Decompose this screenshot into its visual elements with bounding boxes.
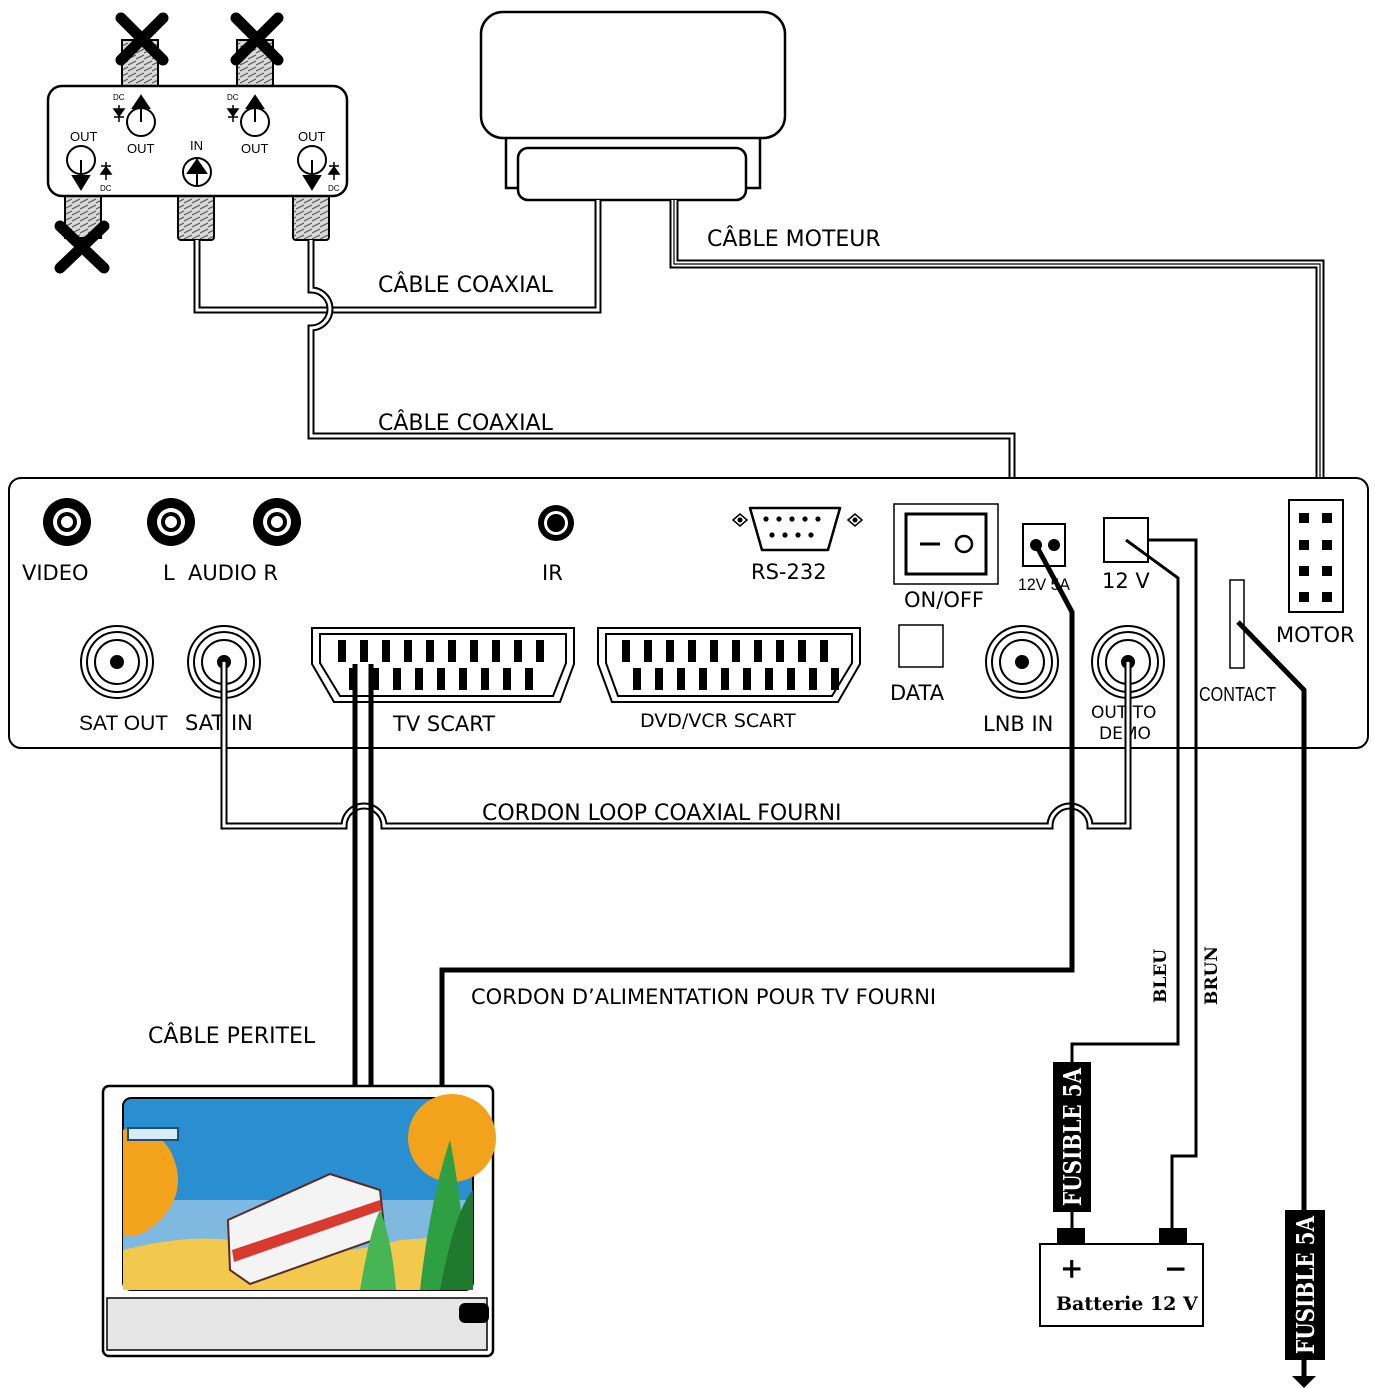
tv-control-bar [106, 1297, 488, 1351]
television [101, 1084, 496, 1358]
tv-scart-port [311, 627, 575, 703]
dc-label: DC [227, 93, 239, 102]
motor-housing [479, 10, 787, 140]
contact-wire [1236, 620, 1307, 1212]
motor-base [516, 146, 748, 202]
power-switch[interactable] [893, 503, 999, 585]
arrow-down-icon [1292, 1376, 1316, 1388]
fuse-1: FUSIBLE 5A [1053, 1062, 1091, 1212]
peritel-label: CÂBLE PERITEL [148, 1023, 316, 1049]
tv-power-cord [439, 543, 1075, 1088]
port-out-label: OUT [70, 129, 98, 144]
dc-12v-label: 12 V [1102, 569, 1150, 593]
dc-diode-icon [99, 105, 341, 180]
data-port [898, 624, 944, 668]
loop-cord-label: CORDON LOOP COAXIAL FOURNI [482, 801, 842, 826]
motor-label: MOTOR [1276, 623, 1355, 647]
motor-cable [669, 200, 1325, 520]
brown-wire-label: BRUN [1202, 946, 1222, 1005]
dc-label: DC [113, 93, 125, 102]
fuse-2-label: FUSIBLE 5A [1291, 1216, 1320, 1354]
receiver-body [8, 477, 1369, 749]
coax-top-label: CÂBLE COAXIAL [378, 272, 554, 298]
port-in-label: IN [190, 138, 203, 153]
port-out-label: OUT [127, 141, 155, 156]
splitter-in-connector [177, 193, 215, 241]
ir-jack-icon [538, 505, 574, 541]
blue-wire-label: BLEU [1151, 949, 1171, 1003]
rs232-label: RS-232 [751, 560, 827, 584]
battery-plus-label: + [1060, 1252, 1083, 1285]
receiver-rear-panel: VIDEO L AUDIO R IR RS-232 ON/OFF [8, 477, 1369, 749]
fuse-1-label: FUSIBLE 5A [1058, 1068, 1087, 1206]
tv-scart-label: TV SCART [392, 712, 495, 736]
splitter-body [46, 84, 349, 198]
loop-coax-cord [220, 662, 1132, 830]
coax-cable-bottom [307, 240, 1016, 662]
port-out-icon [66, 94, 327, 191]
battery-terminal-plus [1057, 1228, 1085, 1246]
out-to-label: OUT TO [1091, 703, 1156, 723]
fuse-2: FUSIBLE 5A [1285, 1210, 1325, 1360]
rs232-port-icon [731, 506, 864, 552]
tv-screen [122, 1094, 496, 1291]
audio-label: L AUDIO R [163, 561, 278, 585]
coax-bottom-label: CÂBLE COAXIAL [378, 410, 554, 436]
peritel-cable [352, 664, 374, 1088]
splitter-out-connector [292, 193, 330, 241]
video-label: VIDEO [22, 561, 89, 585]
battery-12v: + − Batterie 12 V [1039, 1228, 1204, 1327]
tv-power-label: CORDON D’ALIMENTATION POUR TV FOURNI [471, 985, 936, 1009]
dish-splitter: DC DC DC DC OUT OUT OUT OUT IN [46, 12, 349, 274]
sat-in-label: SAT IN [185, 711, 253, 735]
brown-wire [1148, 538, 1198, 1230]
rca-jack-icon [43, 498, 301, 546]
sat-out-label: SAT OUT [79, 712, 168, 735]
dc-label: DC [328, 184, 340, 193]
battery-body [1039, 1243, 1204, 1327]
motor-cable-label: CÂBLE MOTEUR [707, 226, 881, 252]
blue-wire [1070, 538, 1180, 1070]
switch-off-mark-icon [954, 534, 974, 554]
dvd-scart-label: DVD/VCR SCART [640, 710, 796, 732]
motor-connector [1288, 499, 1344, 613]
coax-cable-top [193, 200, 602, 314]
battery-minus-label: − [1164, 1252, 1187, 1285]
battery-label: Batterie 12 V [1056, 1293, 1199, 1315]
data-label: DATA [890, 681, 945, 705]
lnb-in-label: LNB IN [983, 712, 1053, 736]
port-out-label: OUT [298, 129, 326, 144]
contact-label: CONTACT [1199, 684, 1276, 706]
port-out-label: OUT [241, 141, 269, 156]
dish-motor [479, 10, 787, 202]
dvd-scart-port [597, 627, 861, 703]
ir-label: IR [542, 561, 563, 585]
dc-label: DC [100, 184, 112, 193]
onoff-label: ON/OFF [904, 588, 984, 612]
battery-terminal-minus [1159, 1228, 1187, 1246]
x-mark-icon [54, 12, 284, 274]
tv-sensor-icon [459, 1303, 489, 1323]
